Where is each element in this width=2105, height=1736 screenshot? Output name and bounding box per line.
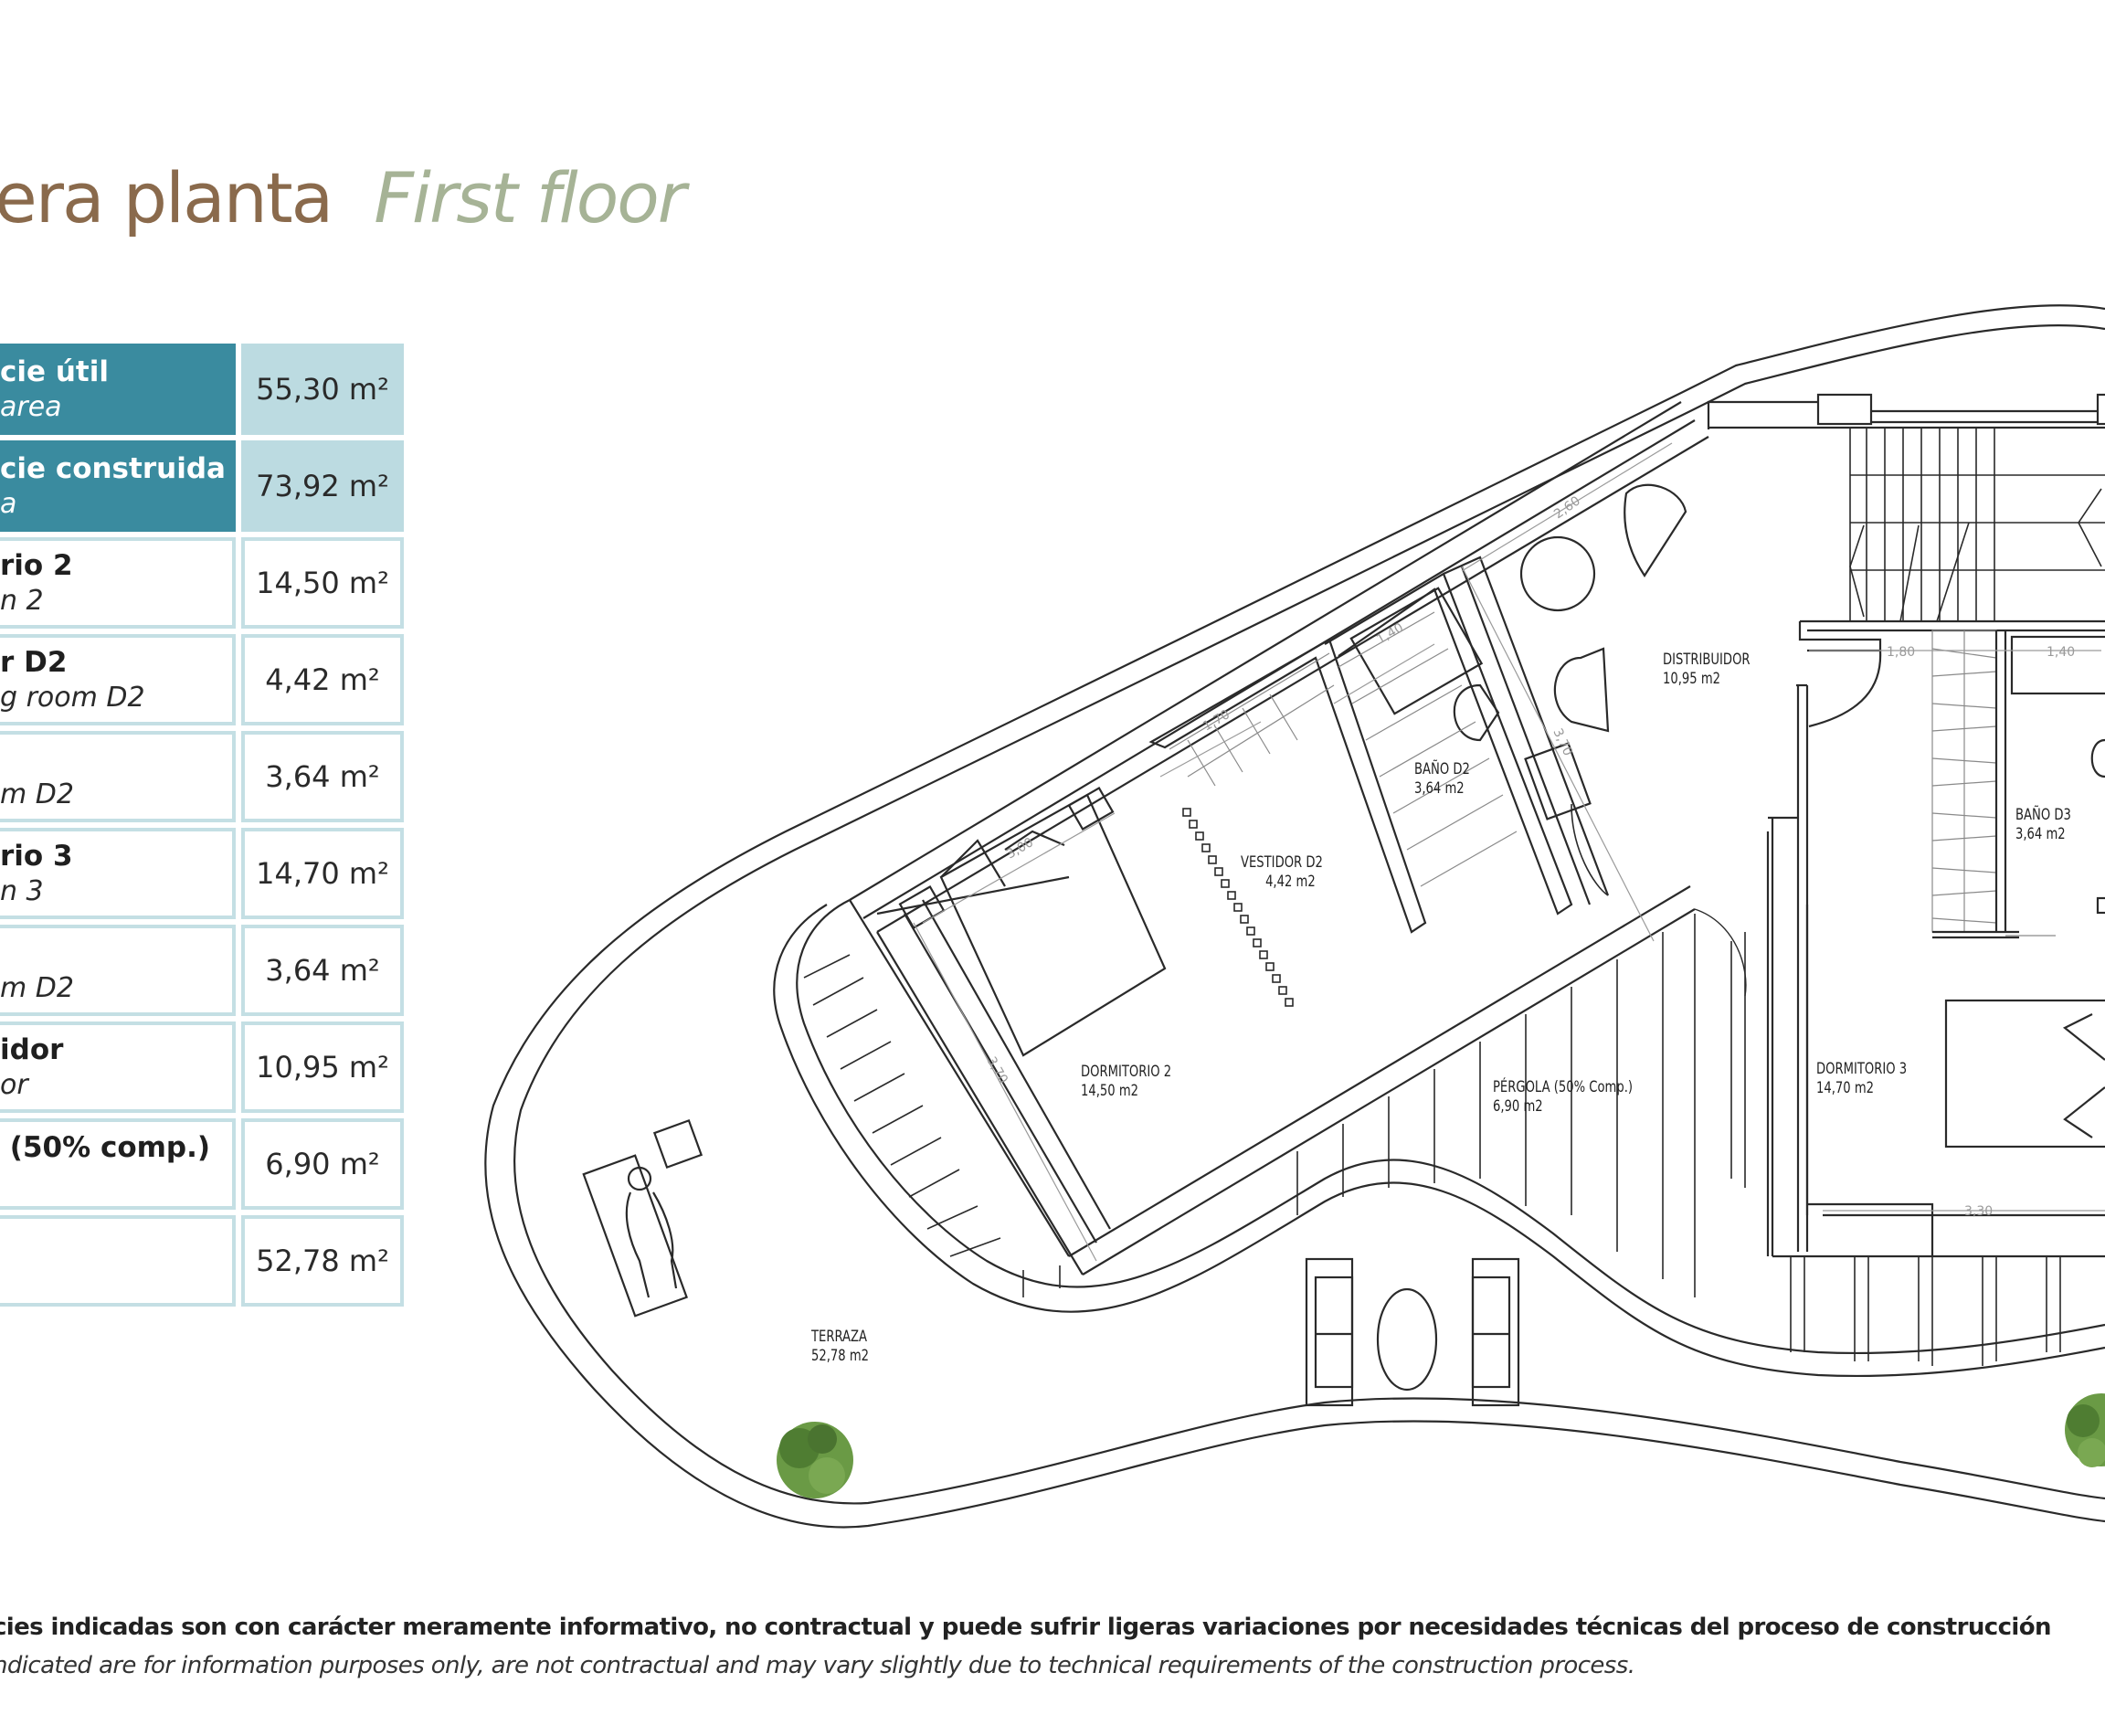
svg-text:1,40: 1,40 (1374, 620, 1406, 647)
bed-dorm-2 (939, 793, 1167, 1057)
sun-lounger (582, 1154, 688, 1318)
room-label-dormitorio-3: DORMITORIO 3 14,70 m2 (1816, 1060, 1907, 1098)
room-label-vestidor-d2: VESTIDOR D2 4,42 m2 (1241, 853, 1323, 892)
tree-icon-right (2065, 1393, 2105, 1467)
dim-2-60: 2,60 (1551, 493, 1583, 522)
page-title: era planta First floor (0, 157, 686, 238)
label-es: idor (0, 1033, 64, 1066)
table-row-bathroom-d3: m D2 3,64 m² (0, 925, 404, 1016)
row-label: rio 3 n 3 (0, 828, 236, 919)
row-label: r D2 g room D2 (0, 634, 236, 725)
label-es: (50% comp.) (0, 1131, 211, 1164)
room-name: TERRAZA (811, 1328, 868, 1346)
terrace-outline (484, 304, 2105, 1529)
row-label: m D2 (0, 925, 236, 1016)
row-value: 10,95 m² (241, 1021, 404, 1113)
room-area: 52,78 m2 (811, 1347, 870, 1365)
label-en: n 3 (0, 875, 44, 907)
table-row-bathroom-d2: m D2 3,64 m² (0, 731, 404, 822)
label-en: or (0, 1069, 28, 1101)
room-area: 6,90 m2 (1493, 1097, 1543, 1116)
row-value: 55,30 m² (241, 344, 404, 435)
svg-text:3,30: 3,30 (1964, 1204, 1993, 1219)
label-en: a (0, 488, 17, 520)
label-es: r D2 (0, 646, 68, 679)
table-row-terrace: 52,78 m² (0, 1215, 404, 1307)
label-en: m D2 (0, 778, 74, 810)
row-label: cie construida a (0, 440, 236, 532)
row-label: idor or (0, 1021, 236, 1113)
row-value: 14,70 m² (241, 828, 404, 919)
row-value: 14,50 m² (241, 537, 404, 629)
room-area: 3,64 m2 (1414, 779, 1465, 798)
disclaimer-spanish: cies indicadas son con carácter merament… (0, 1614, 2051, 1641)
table-row-dressing-room-d2: r D2 g room D2 4,42 m² (0, 634, 404, 725)
room-label-terraza: TERRAZA 52,78 m2 (811, 1328, 869, 1366)
table-row-bedroom-2: rio 2 n 2 14,50 m² (0, 537, 404, 629)
row-label: rio 2 n 2 (0, 537, 236, 629)
area-table: cie útil area 55,30 m² cie construida a … (0, 344, 404, 1312)
label-es: cie útil (0, 355, 109, 388)
label-es (0, 741, 232, 778)
label-es (0, 935, 232, 971)
title-english: First floor (374, 157, 686, 238)
outdoor-sofa-right (1471, 1257, 1520, 1407)
table-row-bedroom-3: rio 3 n 3 14,70 m² (0, 828, 404, 919)
room-label-bano-d2: BAÑO D2 3,64 m2 (1414, 760, 1470, 799)
outdoor-table (1376, 1287, 1438, 1392)
exterior-wall-north (849, 401, 1682, 901)
svg-text:1,80: 1,80 (1887, 645, 1915, 660)
row-label (0, 1215, 236, 1307)
outdoor-sofa-left (1305, 1257, 1354, 1407)
label-es: cie construida (0, 452, 226, 485)
room-name: DORMITORIO 3 (1816, 1060, 1908, 1078)
disclaimer: cies indicadas son con carácter merament… (0, 1614, 2051, 1679)
svg-text:1,40: 1,40 (2047, 645, 2075, 660)
svg-text:1,70: 1,70 (1201, 707, 1232, 734)
row-label: (50% comp.) (0, 1118, 236, 1210)
table-row-built-area: cie construida a 73,92 m² (0, 440, 404, 532)
label-en: n 2 (0, 585, 44, 617)
room-area: 14,70 m2 (1816, 1079, 1875, 1097)
svg-text:3,70: 3,70 (984, 1054, 1010, 1086)
label-en: g room D2 (0, 682, 145, 714)
label-en: area (0, 391, 62, 423)
tree-icon (777, 1422, 853, 1498)
room-name: DISTRIBUIDOR (1663, 651, 1751, 669)
row-value: 3,64 m² (241, 731, 404, 822)
room-label-bano-d3: BAÑO D3 3,64 m2 (2015, 806, 2071, 844)
row-label: cie útil area (0, 344, 236, 435)
title-spanish: era planta (0, 157, 333, 238)
label-en: m D2 (0, 972, 74, 1004)
table-row-useful-area: cie útil area 55,30 m² (0, 344, 404, 435)
planter-band (796, 899, 2105, 1355)
room-name: PÉRGOLA (50% Comp.) (1493, 1078, 1634, 1096)
row-label: m D2 (0, 731, 236, 822)
label-es: rio 2 (0, 549, 73, 582)
svg-text:3,70: 3,70 (1550, 726, 1575, 758)
room-label-distribuidor: DISTRIBUIDOR 10,95 m2 (1663, 651, 1751, 689)
table-row-pergola: (50% comp.) 6,90 m² (0, 1118, 404, 1210)
room-name: VESTIDOR D2 (1241, 853, 1323, 872)
room-name: DORMITORIO 2 (1081, 1063, 1172, 1081)
table-row-distributor: idor or 10,95 m² (0, 1021, 404, 1113)
room-name: BAÑO D3 (2015, 806, 2071, 824)
room-label-dormitorio-2: DORMITORIO 2 14,50 m2 (1081, 1063, 1171, 1101)
row-value: 52,78 m² (241, 1215, 404, 1307)
row-value: 3,64 m² (241, 925, 404, 1016)
room-area: 3,64 m2 (2015, 825, 2066, 843)
disclaimer-english: ndicated are for information purposes on… (0, 1652, 1635, 1679)
svg-text:3,00: 3,00 (1004, 835, 1036, 862)
room-area: 14,50 m2 (1081, 1082, 1139, 1100)
room-name: BAÑO D2 (1414, 760, 1470, 778)
row-value: 4,42 m² (241, 634, 404, 725)
room-area: 4,42 m2 (1265, 873, 1316, 891)
room-area: 10,95 m2 (1663, 670, 1721, 688)
label-es: rio 3 (0, 840, 73, 873)
row-value: 6,90 m² (241, 1118, 404, 1210)
row-value: 73,92 m² (241, 440, 404, 532)
room-label-pergola: PÉRGOLA (50% Comp.) 6,90 m2 (1493, 1078, 1633, 1117)
